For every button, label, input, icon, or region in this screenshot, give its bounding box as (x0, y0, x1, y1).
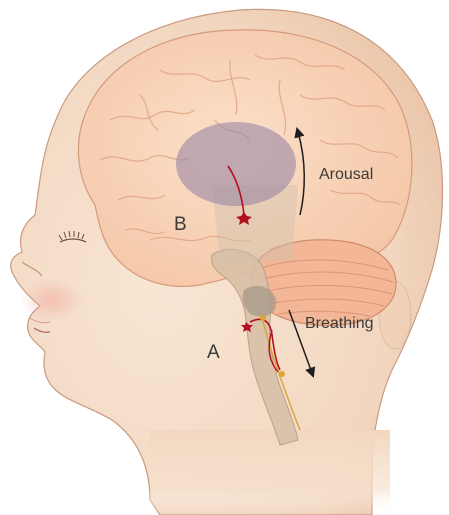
cheek-blush (20, 278, 84, 322)
label-breathing: Breathing (305, 315, 374, 332)
gold-node-2 (279, 371, 285, 377)
label-region-a: A (207, 342, 220, 363)
label-arousal: Arousal (319, 166, 373, 183)
gold-node-1 (260, 315, 266, 321)
label-region-b: B (174, 214, 187, 235)
region-b-highlight (176, 122, 296, 206)
neck-fade (150, 430, 390, 515)
